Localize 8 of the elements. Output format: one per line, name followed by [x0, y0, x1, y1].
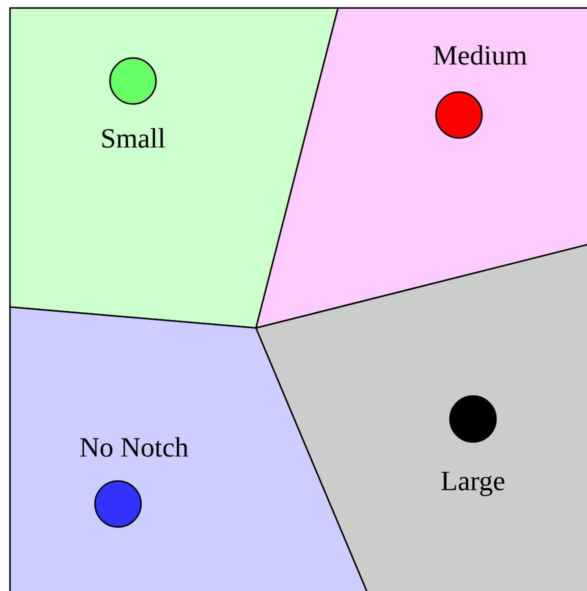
- region: Medium: [255, 7, 587, 329]
- region: Small: [9, 7, 339, 329]
- dot: [94, 480, 142, 528]
- region: No Notch: [9, 306, 369, 591]
- dot: [435, 91, 483, 139]
- dot: [449, 395, 497, 443]
- region: Large: [255, 243, 587, 591]
- dot: [109, 57, 157, 105]
